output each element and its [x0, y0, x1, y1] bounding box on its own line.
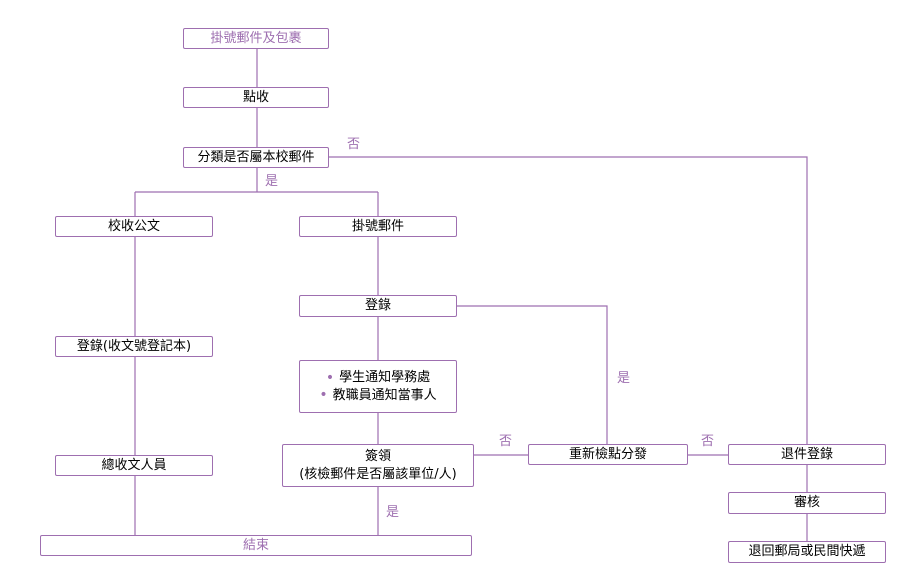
edge-label-sign-no: 否 [499, 434, 513, 449]
node-label: 退件登錄 [780, 446, 833, 462]
node-return-post: 退回郵局或民間快遞 [728, 541, 886, 563]
notify-item-students: •學生通知學務處 [326, 369, 430, 387]
node-classify: 分類是否屬本校郵件 [183, 147, 329, 168]
node-label: 分類是否屬本校郵件 [197, 149, 315, 165]
node-label: 教職員通知當事人 [332, 387, 437, 403]
node-notify: •學生通知學務處 •教職員通知當事人 [299, 360, 457, 413]
edge-classify-no-to-return [329, 156, 808, 444]
node-school-documents: 校收公文 [55, 216, 213, 237]
node-label: 退回郵局或民間快遞 [748, 544, 866, 560]
node-registered-mail-parcel: 掛號郵件及包裹 [183, 28, 329, 49]
node-sign-receive: 簽領 (核檢郵件是否屬該單位/人) [282, 444, 474, 487]
edge-label-sign-yes: 是 [386, 505, 400, 520]
node-recheck-distribute: 重新檢點分發 [528, 444, 688, 465]
node-label: 登錄 [364, 298, 391, 314]
node-label: 結束 [242, 537, 269, 553]
node-label: 重新檢點分發 [568, 446, 647, 462]
node-label-line2: (核檢郵件是否屬該單位/人) [299, 466, 457, 482]
bullet-icon: • [319, 387, 328, 404]
node-general-receiver: 總收文人員 [55, 455, 213, 476]
node-label: 掛號郵件 [351, 218, 404, 234]
node-return-register: 退件登錄 [728, 444, 886, 465]
node-label: 總收文人員 [101, 457, 167, 473]
edge-label-recheck-yes: 是 [617, 371, 631, 386]
node-label: 點收 [242, 89, 269, 105]
node-label: 校收公文 [107, 218, 160, 234]
node-label: 審核 [793, 495, 820, 511]
bullet-icon: • [325, 369, 335, 386]
node-label: 掛號郵件及包裹 [210, 30, 302, 46]
node-register-docs: 登錄(收文號登記本) [55, 336, 213, 357]
edge-label-return-no: 否 [701, 434, 715, 449]
edge-label-classify-yes: 是 [265, 174, 279, 189]
notify-item-staff: •教職員通知當事人 [319, 387, 436, 405]
node-registered-mail: 掛號郵件 [299, 216, 457, 237]
node-count-receive: 點收 [183, 87, 329, 108]
node-label-line1: 簽領 [364, 448, 391, 464]
node-label: 學生通知學務處 [339, 369, 431, 385]
edge-register-to-recheck [457, 305, 608, 444]
node-register-top: 登錄 [299, 295, 457, 317]
node-review: 審核 [728, 492, 886, 514]
node-label: 登錄(收文號登記本) [76, 338, 192, 354]
node-end: 結束 [40, 535, 472, 556]
edge-label-classify-no: 否 [347, 137, 361, 152]
